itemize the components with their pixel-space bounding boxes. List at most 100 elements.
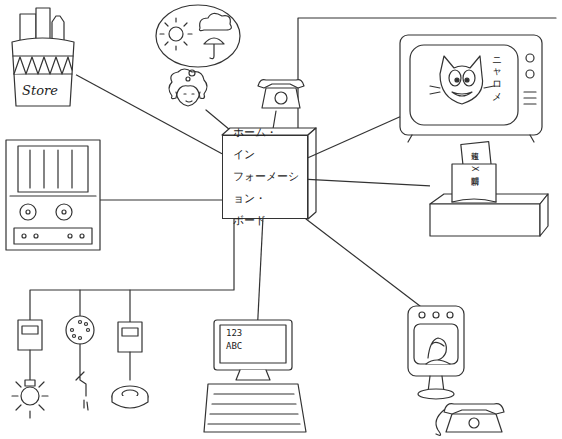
- gas-meter-part: [129, 352, 130, 380]
- connector-part: [308, 117, 400, 158]
- connector-part: [308, 179, 430, 186]
- terminal-part: [208, 394, 300, 424]
- tape-computer-part: [62, 210, 66, 214]
- cat-cartoon-part: [463, 70, 475, 86]
- telephone-part: [262, 88, 300, 108]
- gas-meter-part: [118, 322, 142, 352]
- woman-face-part: [169, 69, 207, 99]
- television-part: [526, 54, 534, 62]
- videophone-part: [414, 324, 458, 364]
- water-meter-part: [84, 400, 88, 410]
- water-meter: [66, 316, 94, 410]
- store-basket-part: [13, 56, 73, 74]
- gas-meter: [112, 322, 148, 408]
- fax-printer-part: [540, 194, 548, 236]
- tape-computer-part: [14, 228, 92, 244]
- store-node: Store: [10, 8, 76, 106]
- television-part: [400, 35, 542, 135]
- television-part: [408, 135, 534, 142]
- videophone-part: [419, 312, 425, 318]
- telephone-part: [275, 92, 287, 104]
- electric-meter-part: [25, 380, 35, 386]
- weather-thought-part: [204, 38, 224, 59]
- terminal-part: [214, 320, 292, 370]
- television-part: [526, 70, 534, 78]
- fax-printer-part: [452, 199, 496, 202]
- fax-printer: [430, 142, 548, 236]
- store-basket: [12, 8, 74, 106]
- television-part: [410, 45, 518, 125]
- tape-computer: [6, 140, 100, 250]
- cat-cartoon-part: [440, 56, 483, 104]
- cat-cartoon-part: [452, 92, 472, 96]
- water-meter-part: [87, 329, 90, 332]
- television-part: [524, 92, 536, 104]
- wire-part: [79, 290, 80, 316]
- node-label: X日新聞: [470, 166, 479, 171]
- tape-computer-part: [18, 146, 88, 192]
- videophone-part: [418, 389, 454, 399]
- electric-meter-part: [18, 320, 42, 350]
- weather-thought-part: [169, 27, 183, 41]
- telephone: [258, 80, 304, 108]
- cat-cartoon-part: [430, 86, 494, 94]
- hub-cube-face-part: [308, 128, 316, 219]
- tape-computer-part: [80, 234, 84, 238]
- node-label: ニャロメ: [490, 51, 502, 96]
- node-label: 123: [226, 328, 242, 338]
- water-meter-part: [85, 323, 88, 326]
- wire-part: [100, 199, 222, 200]
- water-meter-part: [79, 337, 82, 340]
- handset-phone-part: [446, 414, 502, 432]
- tape-computer-part: [30, 150, 72, 188]
- water-meter-part: [66, 316, 94, 344]
- handset-phone-part: [444, 404, 504, 414]
- node-label: ABC: [226, 341, 242, 351]
- node-label: ホーム・イン フォーメーシ ョン・ボード: [233, 122, 297, 232]
- tape-computer-part: [6, 140, 100, 250]
- cat-cartoon: [430, 56, 494, 104]
- tape-computer-part: [26, 210, 30, 214]
- videophone-part: [408, 306, 464, 376]
- videophone-part: [428, 338, 446, 360]
- terminal-node: 123ABC: [204, 320, 306, 432]
- connector-part: [258, 219, 263, 320]
- connector-part: [76, 75, 222, 154]
- wire-part: [129, 290, 130, 322]
- wire-part: [306, 219, 420, 306]
- tape-computer-part: [34, 234, 38, 238]
- electric-meter-part: [12, 382, 48, 418]
- tv-node: ニャロメ: [400, 35, 542, 135]
- cat-cartoon-part: [455, 78, 459, 82]
- tape-computer-part: [56, 204, 72, 220]
- connector: [308, 117, 400, 158]
- fax-printer-part: [430, 204, 540, 236]
- handset-phone-part: [436, 410, 444, 435]
- telephone-part: [258, 80, 304, 88]
- weather-thought-part: [156, 5, 240, 67]
- electric-meter-part: [29, 350, 30, 380]
- videophone-part: [433, 312, 439, 318]
- weather-thought-part: [200, 13, 232, 30]
- weather-thought-part: [186, 77, 190, 81]
- water-meter-part: [71, 329, 74, 332]
- gas-meter-part: [122, 328, 138, 336]
- tape-computer-part: [22, 234, 26, 238]
- electric-meter-part: [21, 387, 39, 405]
- wire: [30, 18, 556, 322]
- connector: [76, 75, 222, 154]
- handset-phone-part: [469, 418, 479, 428]
- woman-face-part: [176, 92, 200, 106]
- electric-meter-part: [22, 326, 38, 334]
- water-meter-part: [79, 321, 82, 324]
- electric-meter: [12, 320, 48, 418]
- handset-phone: [436, 404, 504, 436]
- tape-computer-part: [68, 234, 72, 238]
- fax-node: 速報X日新聞: [430, 142, 548, 236]
- woman-face-part: [184, 94, 194, 102]
- cat-cartoon-part: [449, 70, 461, 86]
- videophone: [408, 306, 464, 399]
